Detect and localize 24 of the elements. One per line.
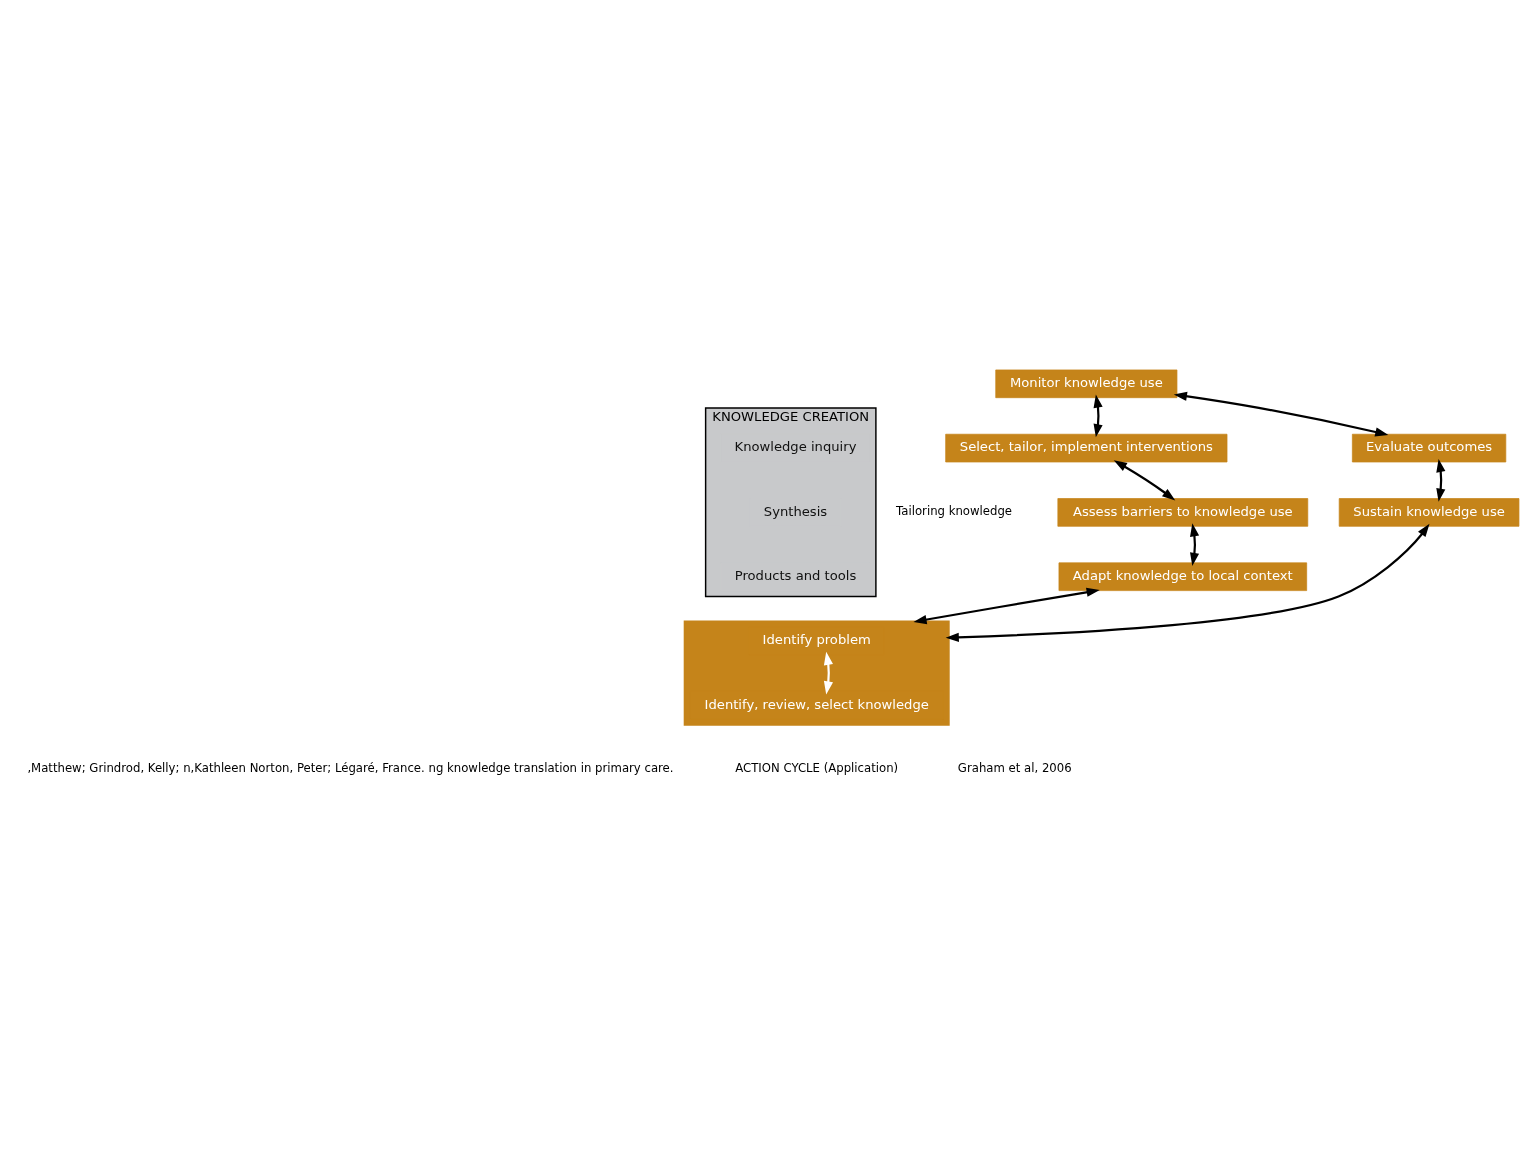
label: ,Matthew; Grindrod, Kelly; n,Kathleen Norton, Peter; Légaré, France. ng knowledge translation in primary care. [27,760,674,775]
label: Tailoring knowledge [896,504,1013,519]
node-text: Identify problem [762,632,871,648]
node-box: Select, tailor, implement interventions [945,433,1228,463]
node-box: Adapt knowledge to local context [1058,562,1308,591]
node-box: Monitor knowledge use [995,369,1178,399]
arrow [945,523,1430,642]
node-box: Sustain knowledge use [1338,498,1520,527]
arrow [1113,460,1176,501]
node-text: Identify, review, select knowledge [704,696,929,712]
arrow [823,651,833,695]
node-text: Products and tools [734,567,857,583]
node-text: Knowledge inquiry [734,439,857,455]
node-text: Synthesis [763,503,828,519]
node-box: Assess barriers to knowledge use [1057,498,1309,527]
arrow [913,587,1100,625]
arrow [1173,391,1389,437]
arrow [1436,458,1446,502]
arrow [1093,394,1103,438]
label: ACTION CYCLE (Application) [735,760,899,775]
label: Graham et al, 2006 [957,760,1072,775]
node-box: Evaluate outcomes [1352,433,1507,463]
cluster [683,620,950,726]
arrow [1190,523,1200,566]
